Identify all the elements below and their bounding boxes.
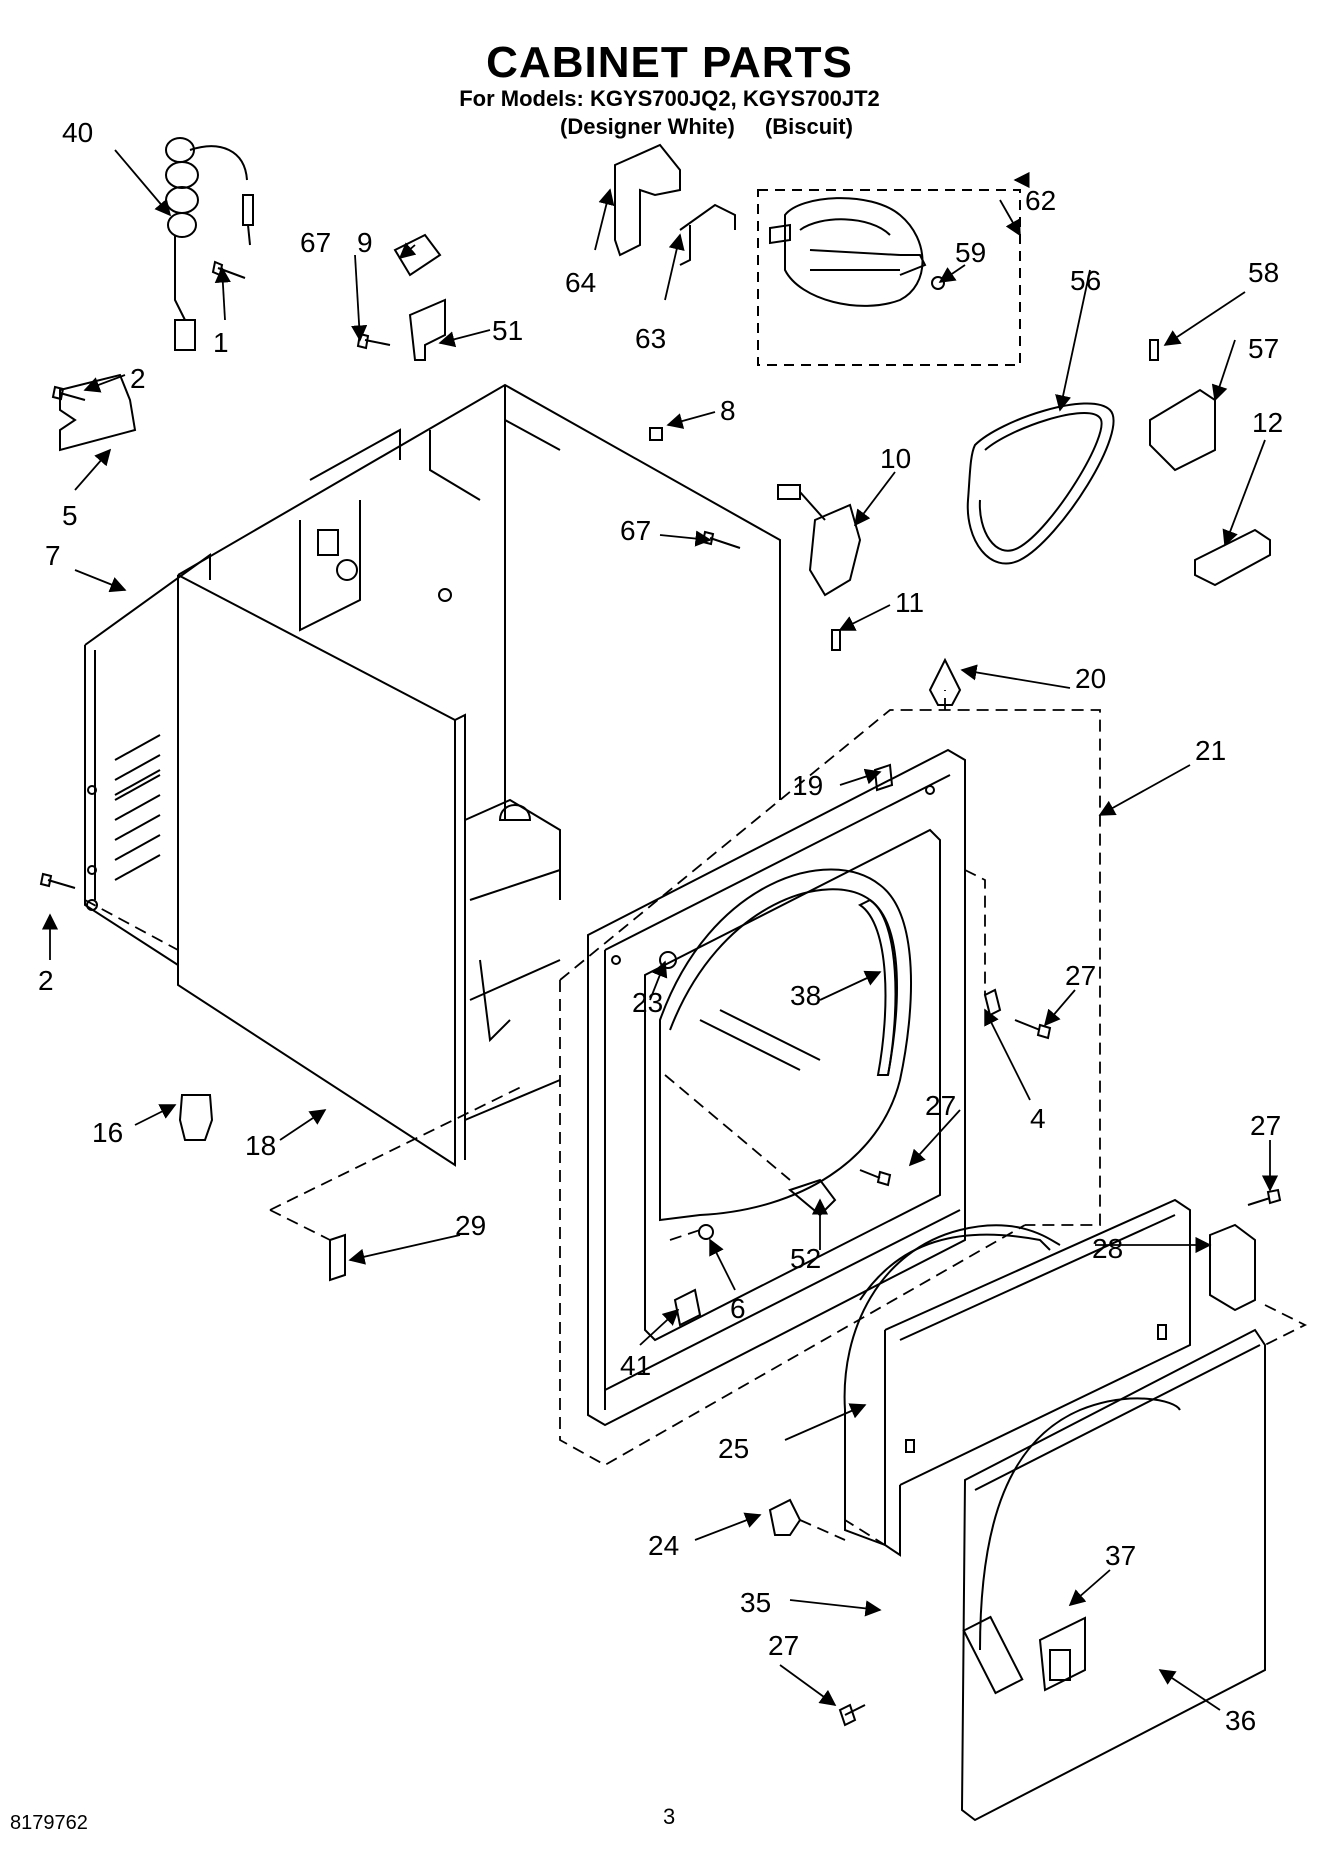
- callout-58: 58: [1248, 257, 1279, 288]
- part-9-label: [393, 233, 442, 277]
- callout-2b: 2: [38, 965, 54, 996]
- variants: (Designer White) (Biscuit): [560, 114, 877, 140]
- callout-27c: 27: [1250, 1110, 1281, 1141]
- callout-6: 6: [730, 1293, 746, 1324]
- callout-5: 5: [62, 500, 78, 531]
- callout-7: 7: [45, 540, 61, 571]
- variant-designer-white: (Designer White): [560, 114, 735, 139]
- motor-kit-outline: [757, 189, 1021, 366]
- screw-2-top: [51, 385, 86, 401]
- callout-40: 40: [62, 117, 93, 148]
- screw-27-a: [1014, 1019, 1052, 1040]
- callout-10: 10: [880, 443, 911, 474]
- callout-21: 21: [1195, 735, 1226, 766]
- part-19-tab: [873, 763, 894, 792]
- callout-12: 12: [1252, 407, 1283, 438]
- callout-20: 20: [1075, 663, 1106, 694]
- part-64-bracket: [614, 143, 681, 257]
- part-10-switch: [808, 503, 862, 597]
- part-6-screw: [698, 1224, 714, 1240]
- callout-23: 23: [632, 987, 663, 1018]
- page-number: 3: [663, 1804, 676, 1829]
- callout-57: 57: [1248, 333, 1279, 364]
- part-5-bracket: [59, 373, 137, 452]
- screw-58: [1149, 339, 1159, 361]
- part-23-grommet: [659, 951, 677, 969]
- screw-8: [649, 427, 663, 441]
- callout-2: 2: [130, 363, 146, 394]
- door-assembly: [843, 1198, 1266, 1822]
- callout-1: 1: [213, 327, 229, 358]
- callout-24: 24: [648, 1530, 679, 1561]
- part-10-connector: [777, 484, 801, 500]
- part-29-strike: [329, 1233, 346, 1282]
- callout-27: 27: [1065, 960, 1096, 991]
- part-28-hinge: [1209, 1223, 1256, 1312]
- callout-arrows: [41, 149, 1279, 1711]
- callout-62: 62: [1025, 185, 1056, 216]
- callout-28: 28: [1092, 1233, 1123, 1264]
- part-52-clip: [787, 1178, 837, 1217]
- callout-67: 67: [300, 227, 331, 258]
- part-4-clip: [983, 988, 1002, 1017]
- screw-1: [211, 260, 246, 279]
- callout-16: 16: [92, 1117, 123, 1148]
- part-63-clip: [679, 203, 736, 266]
- callout-18: 18: [245, 1130, 276, 1161]
- callout-27b: 27: [925, 1090, 956, 1121]
- callout-4: 4: [1030, 1103, 1046, 1134]
- screw-27-c: [1247, 1188, 1282, 1206]
- callout-8: 8: [720, 395, 736, 426]
- screw-2-left: [39, 872, 76, 889]
- dashed-guides: [84, 690, 1308, 1546]
- callout-63: 63: [635, 323, 666, 354]
- callout-67b: 67: [620, 515, 651, 546]
- callout-25: 25: [718, 1433, 749, 1464]
- doc-number: 8179762: [10, 1812, 88, 1834]
- front-panel: [587, 748, 966, 1427]
- part-20-cone: [928, 657, 962, 706]
- part-57-bracket: [1149, 388, 1216, 472]
- part-16-foot: [178, 1094, 214, 1141]
- cabinet-frame: [177, 383, 781, 1167]
- callout-19: 19: [792, 770, 823, 801]
- callout-35: 35: [740, 1587, 771, 1618]
- callout-27d: 27: [768, 1630, 799, 1661]
- part-24-catch: [768, 1498, 802, 1536]
- side-panel: [84, 553, 211, 966]
- callout-29: 29: [455, 1210, 486, 1241]
- callout-11: 11: [895, 587, 924, 618]
- screw-27-d: [838, 1703, 866, 1727]
- callout-56: 56: [1070, 265, 1101, 296]
- callout-9: 9: [357, 227, 373, 258]
- callout-41: 41: [620, 1350, 651, 1381]
- callout-labels: 40 67 9 1 51 2 5 7 8 64 63 62 59 56 58 5…: [38, 117, 1283, 1736]
- variant-biscuit: (Biscuit): [764, 114, 853, 139]
- callout-36: 36: [1225, 1705, 1256, 1736]
- part-51-bracket: [408, 298, 446, 361]
- screw-27-b: [859, 1169, 892, 1187]
- motor: [769, 197, 945, 307]
- power-cord: [165, 137, 254, 351]
- models-line: For Models: KGYS700JQ2, KGYS700JT2: [459, 86, 880, 111]
- page-title: CABINET PARTS: [486, 38, 853, 87]
- callout-59: 59: [955, 237, 986, 268]
- screw-11: [831, 629, 841, 651]
- callout-64: 64: [565, 267, 596, 298]
- callout-37: 37: [1105, 1540, 1136, 1571]
- callout-38: 38: [790, 980, 821, 1011]
- screw-67-top: [356, 332, 391, 350]
- part-12-clip: [1194, 528, 1271, 587]
- callout-51: 51: [492, 315, 523, 346]
- callout-52: 52: [790, 1243, 821, 1274]
